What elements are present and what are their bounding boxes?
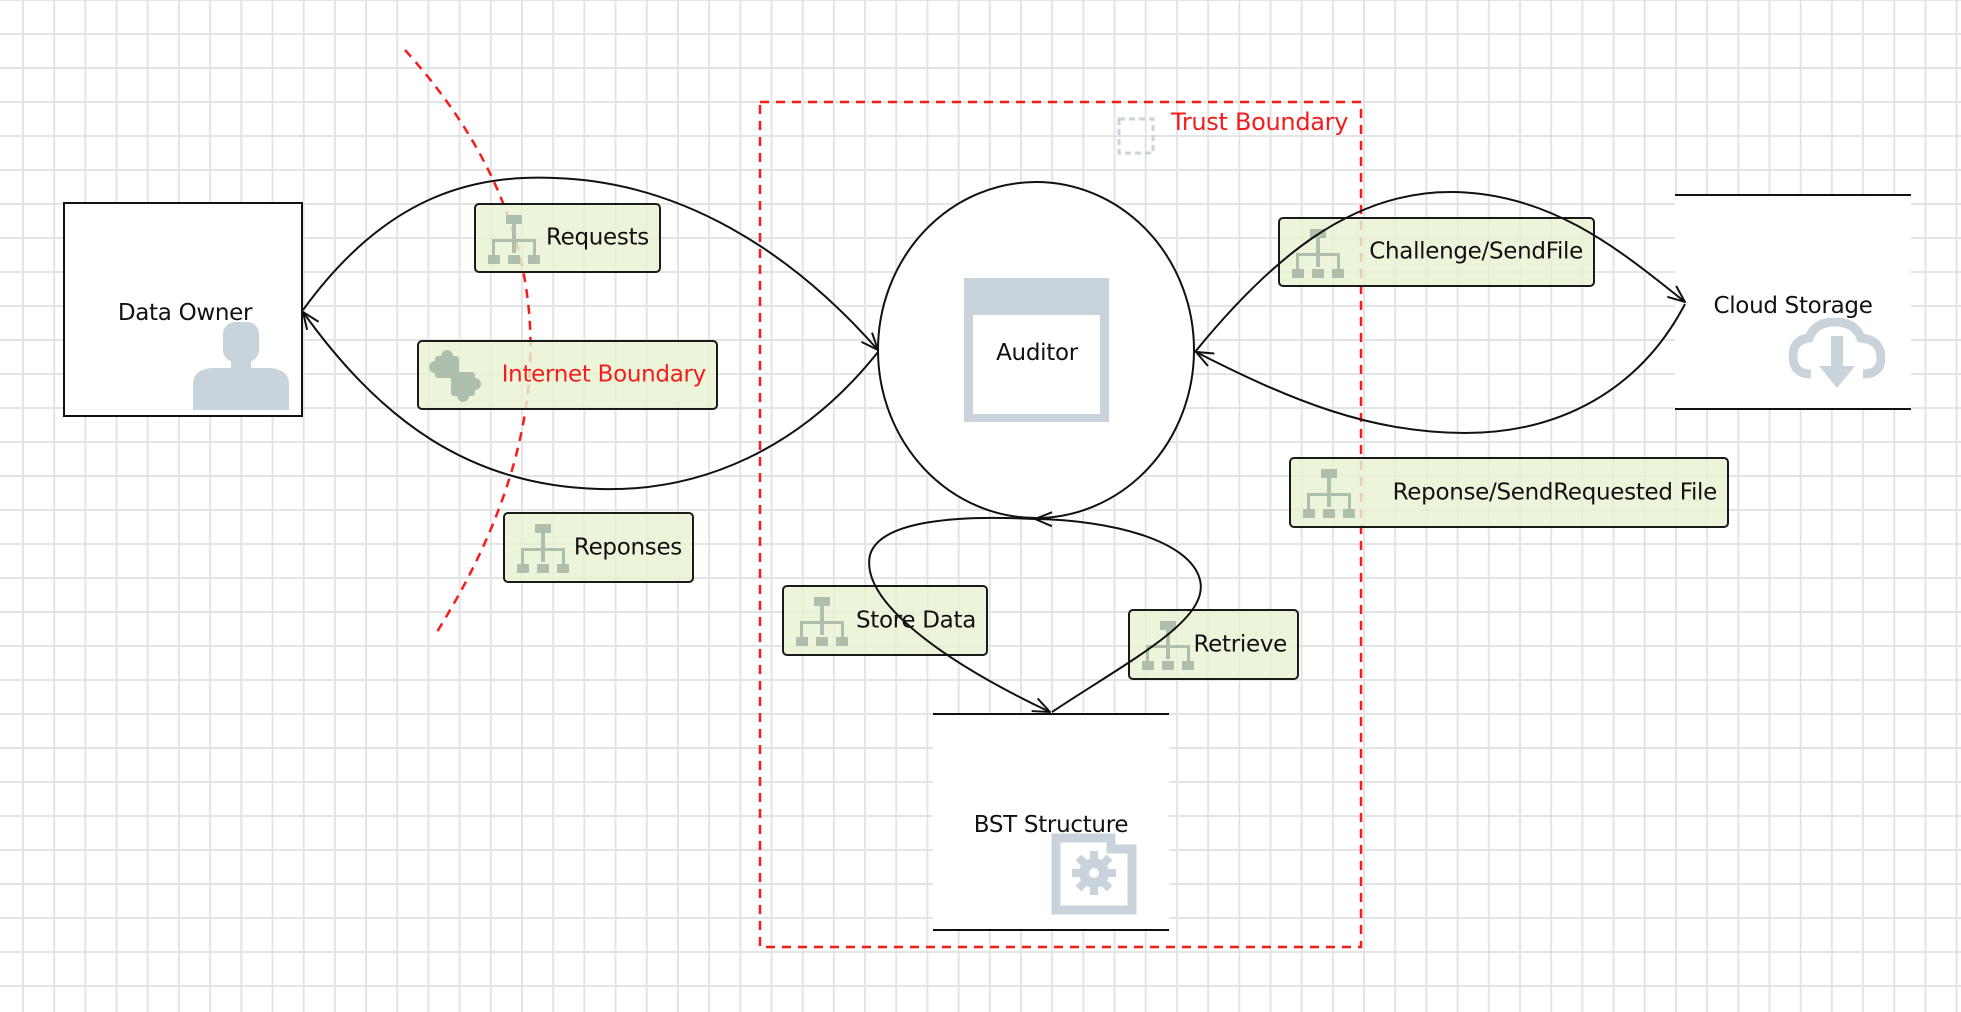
cloud-storage-store[interactable]: Cloud Storage [1675, 194, 1911, 410]
flow-label-reponses[interactable]: Reponses [503, 512, 694, 583]
dashed-square-icon [1117, 117, 1155, 155]
hierarchy-icon [796, 597, 848, 646]
flow-label-reponse-sendrequested-file[interactable]: Reponse/SendRequested File [1289, 457, 1729, 528]
internet-boundary-label: Internet Boundary [501, 361, 707, 388]
cloud-storage-label: Cloud Storage [1713, 293, 1873, 319]
config-file-icon [1051, 833, 1137, 915]
internet-boundary-label-box[interactable]: Internet Boundary [417, 340, 718, 410]
user-icon [193, 322, 289, 410]
flow-label-text: Retrieve [1193, 630, 1288, 657]
flow-label-challenge-sendfile[interactable]: Challenge/SendFile [1278, 217, 1595, 287]
hierarchy-icon [1303, 469, 1355, 518]
hierarchy-icon [517, 524, 569, 573]
flow-label-text: Challenge/SendFile [1369, 238, 1583, 265]
flow-label-text: Reponse/SendRequested File [1392, 478, 1718, 505]
hierarchy-icon [488, 215, 540, 264]
flow-label-text: Store Data [855, 606, 976, 633]
flow-label-text: Reponses [573, 533, 682, 560]
trust-boundary-label: Trust Boundary [1171, 108, 1349, 136]
bst-structure-store[interactable]: BST Structure [933, 713, 1169, 931]
hierarchy-icon [1292, 229, 1344, 278]
flow-label-retrieve[interactable]: Retrieve [1128, 609, 1299, 680]
cloud-download-icon [1789, 318, 1885, 388]
data-owner-label: Data Owner [117, 300, 253, 326]
hierarchy-icon [1142, 621, 1194, 670]
auditor-label: Auditor [996, 340, 1078, 366]
flow-label-store-data[interactable]: Store Data [782, 585, 988, 656]
bst-structure-label: BST Structure [973, 812, 1129, 838]
flow-label-text: Requests [545, 224, 649, 251]
flow-label-requests[interactable]: Requests [474, 203, 661, 273]
data-owner-entity[interactable]: Data Owner [63, 202, 303, 417]
puzzle-icon [429, 350, 481, 402]
